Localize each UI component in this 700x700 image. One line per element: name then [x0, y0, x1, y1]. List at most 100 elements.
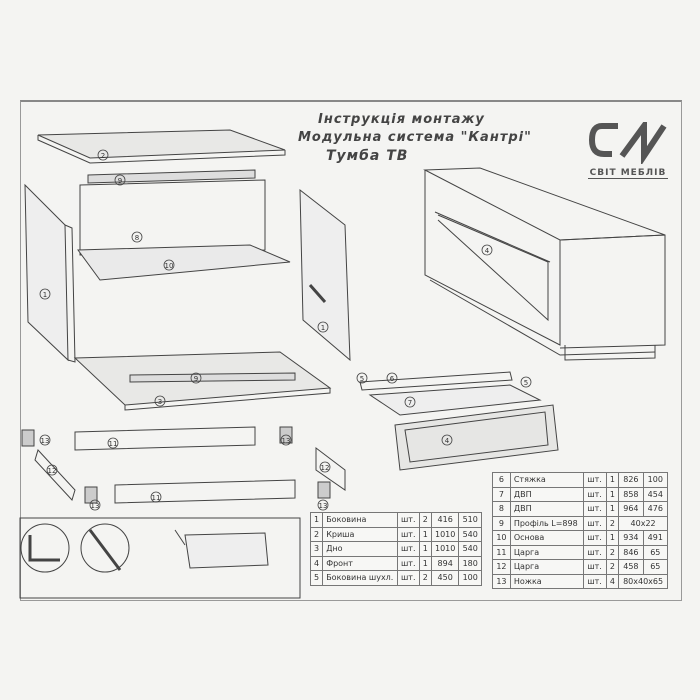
part-top-panel — [37, 129, 286, 164]
cell-b: 540 — [458, 526, 482, 542]
callout: 13 — [91, 502, 100, 510]
cell-name: Фронт — [322, 555, 398, 571]
cell-dim: 40x22 — [618, 515, 668, 531]
callout: 9 — [118, 177, 122, 185]
cell-b: 476 — [642, 501, 669, 517]
cell-unit: шт. — [583, 501, 607, 517]
part-apron-front — [74, 426, 256, 451]
cell-name: Царга — [509, 544, 585, 560]
part-drawer-rail-6 — [359, 371, 513, 391]
part-apron-side-12 — [34, 446, 346, 501]
cell-no: 3 — [309, 541, 324, 557]
callout: 8 — [135, 234, 139, 242]
cell-no: 10 — [492, 530, 511, 546]
cell-b: 540 — [458, 541, 482, 557]
cell-name: Основа — [509, 530, 585, 546]
cell-b: 491 — [642, 530, 669, 546]
cell-unit: шт. — [583, 472, 607, 488]
cell-name: Боковина — [322, 512, 398, 528]
cell-qty: 2 — [418, 570, 432, 586]
callout: 3 — [158, 398, 162, 406]
cell-a: 894 — [430, 555, 460, 571]
cell-name: Боковина шухл. — [322, 570, 398, 586]
callout: 13 — [282, 437, 291, 445]
cell-qty: 1 — [418, 541, 432, 557]
cell-a: 458 — [618, 559, 644, 575]
cell-a: 416 — [430, 512, 460, 528]
cell-name: Стяжка — [509, 472, 585, 488]
part-drawer-front-4 — [394, 404, 559, 471]
cell-qty: 2 — [605, 559, 620, 575]
part-drawer-bottom-7 — [368, 384, 542, 416]
callout: 4 — [485, 247, 490, 255]
cell-qty: 2 — [605, 515, 620, 531]
cell-no: 2 — [309, 526, 324, 542]
detail-box — [19, 517, 301, 599]
cell-unit: шт. — [396, 526, 420, 542]
cell-qty: 1 — [418, 555, 432, 571]
part-right-side — [299, 188, 351, 362]
cell-unit: шт. — [583, 559, 607, 575]
cell-name: Ножка — [509, 573, 585, 589]
cell-dim: 80x40x65 — [618, 573, 668, 589]
cell-unit: шт. — [396, 512, 420, 528]
callout: 2 — [101, 152, 105, 160]
cell-no: 6 — [492, 472, 511, 488]
title-instruction: Інструкція монтажу — [318, 112, 485, 127]
callout: 5 — [360, 375, 364, 383]
cell-qty: 2 — [418, 512, 432, 528]
cell-b: 180 — [458, 555, 482, 571]
cell-name: ДВП — [509, 501, 585, 517]
cell-name: Профіль L=898 — [509, 515, 585, 531]
part-left-side — [24, 183, 76, 363]
callout: 1 — [321, 324, 325, 332]
cell-a: 1010 — [430, 541, 460, 557]
cell-unit: шт. — [396, 555, 420, 571]
cell-b: 510 — [458, 512, 482, 528]
cell-qty: 1 — [605, 486, 620, 502]
cell-no: 5 — [309, 570, 324, 586]
cell-qty: 4 — [605, 573, 620, 589]
instruction-sheet-frame — [20, 100, 682, 601]
cell-unit: шт. — [396, 570, 420, 586]
cell-no: 7 — [492, 486, 511, 502]
callout: 7 — [408, 399, 412, 407]
callout: 12 — [48, 467, 57, 475]
part-back-panel — [79, 179, 266, 256]
cell-a: 826 — [618, 472, 644, 488]
cell-name: Дно — [322, 541, 398, 557]
title-product: Тумба ТВ — [326, 148, 409, 164]
cell-unit: шт. — [583, 515, 607, 531]
cell-no: 9 — [492, 515, 511, 531]
cell-qty: 1 — [605, 530, 620, 546]
part-apron-back — [114, 479, 296, 504]
callout: 11 — [109, 440, 118, 448]
cell-no: 11 — [492, 544, 511, 560]
cell-a: 858 — [618, 486, 644, 502]
cell-qty: 1 — [605, 472, 620, 488]
cell-qty: 1 — [605, 501, 620, 517]
cell-name: Царга — [509, 559, 585, 575]
callout: 1 — [43, 291, 47, 299]
part-profile-top — [87, 169, 256, 184]
cell-unit: шт. — [583, 530, 607, 546]
callout: 5 — [524, 379, 528, 387]
cell-b: 100 — [458, 570, 482, 586]
cell-name: ДВП — [509, 486, 585, 502]
cell-b: 100 — [642, 472, 669, 488]
title-system: Модульна система "Кантрі" — [298, 130, 532, 145]
cell-no: 8 — [492, 501, 511, 517]
